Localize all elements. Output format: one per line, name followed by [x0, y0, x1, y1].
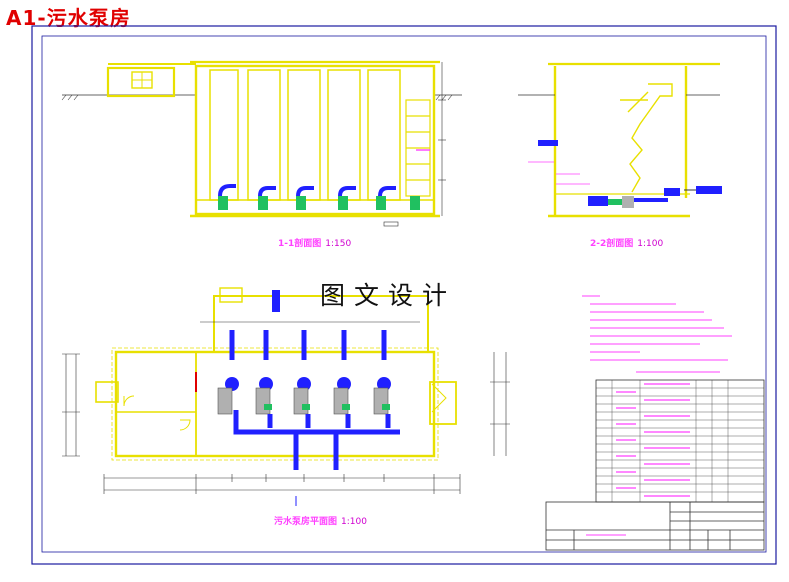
pump-row-plan [217, 330, 391, 415]
pump-icon [373, 330, 391, 415]
stair-icon [620, 83, 673, 193]
pump-icon [255, 330, 273, 415]
section-2-2-title: 2-2剖面图 [590, 239, 634, 249]
pump-icon [376, 186, 396, 210]
pump-icon [333, 330, 351, 415]
pump-icon [338, 186, 356, 210]
sheet-inner-border [41, 35, 767, 553]
pump-icon [218, 184, 236, 210]
section-2-2 [518, 62, 722, 218]
sheet-outer-border [31, 25, 777, 565]
plan-scale: 1:100 [341, 517, 367, 527]
pump-icon [217, 330, 239, 415]
window-icon [131, 71, 153, 89]
door-icon [123, 395, 191, 431]
title-block [545, 501, 765, 551]
pump-row-section-1 [218, 184, 420, 210]
watermark-text: 图文设计 [320, 281, 457, 310]
pump-row-section-2 [588, 186, 722, 208]
pump-icon [258, 186, 276, 210]
pump-icon [588, 196, 634, 208]
equipment-table [595, 371, 765, 503]
stair-icon [405, 99, 431, 197]
pump-icon [293, 330, 311, 415]
section-2-2-scale: 1:100 [637, 239, 664, 249]
notes-block [582, 295, 732, 361]
section-1-1-scale: 1:150 [325, 239, 352, 249]
section-1-1 [61, 60, 462, 227]
plan-title: 污水泵房平面图 [274, 517, 338, 527]
plan-view [62, 287, 510, 506]
section-1-1-title: 1-1剖面图 [278, 239, 322, 249]
pump-icon [296, 186, 314, 210]
